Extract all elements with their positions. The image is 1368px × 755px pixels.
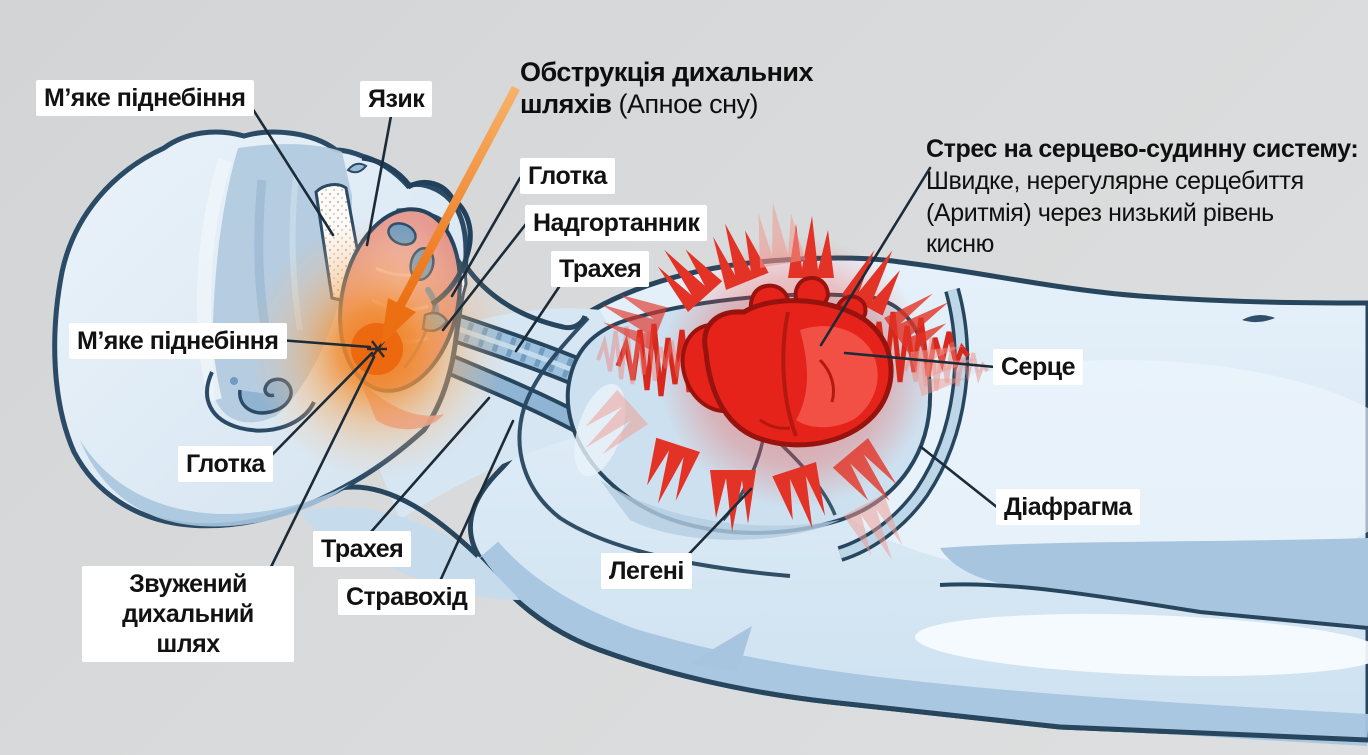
label-tongue: Язик	[360, 81, 433, 117]
label-diaphragm: Діафрагма	[996, 489, 1140, 525]
stress-heading: Стрес на серцево-судинну систему:	[926, 135, 1359, 163]
heart-stress-zone	[571, 198, 989, 571]
label-soft-palate-top: М’яке піднебіння	[36, 80, 254, 116]
line-lungs	[687, 487, 753, 556]
heart-illustration	[680, 276, 894, 448]
diagram-title: Обструкція дихальних шляхів (Апное сну)	[520, 56, 830, 121]
label-epiglottis: Надгортанник	[525, 205, 708, 241]
stress-line: кисню	[926, 229, 994, 258]
label-pharynx-side: Глотка	[178, 446, 273, 482]
stress-line: Швидке, нерегулярне серцебиття	[926, 167, 1304, 196]
scapula-notch	[688, 626, 752, 672]
title-line2-normal: (Апное сну)	[611, 89, 759, 120]
line-trachea-top	[514, 285, 561, 353]
cardio-stress-note: Стрес на серцево-судинну систему: Швидке…	[926, 134, 1368, 260]
title-line2-bold: шляхів	[520, 89, 612, 120]
label-narrowed-airway: Звужений дихальний шлях	[82, 566, 294, 662]
line-pharynx-top	[450, 176, 522, 298]
line-diaphragm	[919, 445, 1000, 510]
line-epiglottis	[441, 222, 528, 332]
line-heart	[843, 351, 997, 369]
line-pharynx-side	[265, 351, 374, 462]
line-trachea-bottom	[369, 396, 491, 534]
label-esophagus: Стравохід	[338, 579, 476, 615]
title-line1: Обструкція дихальних	[520, 57, 814, 87]
line-narrowed-airway	[269, 355, 376, 569]
label-heart: Серце	[993, 349, 1084, 385]
hip-highlight	[915, 613, 1368, 677]
label-pharynx-top: Глотка	[520, 158, 615, 194]
label-lungs: Легені	[601, 553, 692, 589]
back-shading-band	[473, 541, 1368, 746]
line-esophagus	[439, 419, 515, 581]
stress-line: (Аритмія) через низький рівень	[926, 198, 1274, 227]
label-trachea-top: Трахея	[551, 251, 650, 287]
label-soft-palate-side: М’яке піднебіння	[69, 323, 287, 359]
line-stress-to-heart	[819, 166, 932, 347]
arm-band	[940, 538, 1368, 630]
label-trachea-bottom: Трахея	[313, 531, 412, 567]
line-tongue	[365, 114, 393, 247]
leader-lines	[245, 98, 1000, 581]
nostril	[346, 162, 368, 174]
nipple-mark	[1242, 314, 1275, 323]
obstruction-arrow-icon	[381, 85, 520, 345]
line-soft-palate-side	[277, 338, 372, 349]
line-soft-palate-top	[245, 98, 335, 237]
